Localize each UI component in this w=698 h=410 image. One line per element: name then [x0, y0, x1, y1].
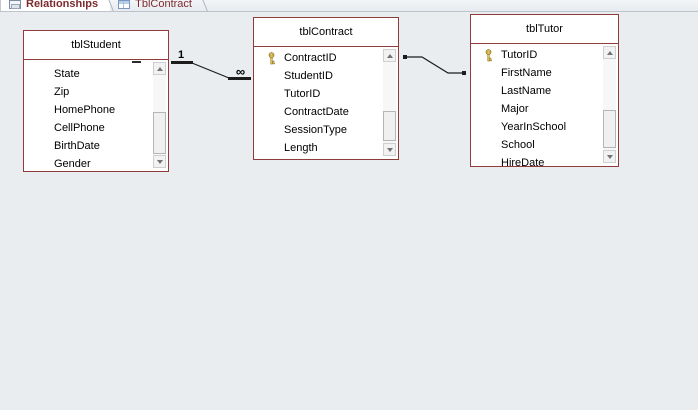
field-row[interactable]: HomePhone: [54, 104, 116, 116]
table-title-bar[interactable]: tblContract: [254, 18, 398, 47]
scrollbar-thumb[interactable]: [603, 110, 616, 148]
scroll-up-button[interactable]: [153, 62, 166, 75]
field-row[interactable]: ContractDate: [284, 106, 349, 118]
field-row[interactable]: FirstName: [501, 67, 552, 79]
field-list: TutorID FirstName LastName Major YearInS…: [471, 44, 618, 166]
field-row[interactable]: Length: [284, 142, 318, 154]
scroll-down-button[interactable]: [603, 150, 616, 163]
field-row[interactable]: BirthDate: [54, 140, 100, 152]
scrollbar: [603, 46, 616, 163]
relationship-lines-overlay: [171, 55, 466, 80]
relationship-one-symbol: 1: [177, 49, 185, 61]
primary-key-icon: [485, 49, 492, 62]
scrollbar: [383, 49, 396, 156]
scroll-down-button[interactable]: [383, 143, 396, 156]
tab-label: Relationships: [26, 0, 99, 10]
field-name: TutorID: [501, 49, 538, 61]
field-row[interactable]: SessionType: [284, 124, 347, 136]
field-row[interactable]: CellPhone: [54, 122, 105, 134]
scroll-up-button[interactable]: [383, 49, 396, 62]
field-row[interactable]: ContractID: [254, 49, 398, 67]
scroll-up-button[interactable]: [603, 46, 616, 59]
tab-tblcontract[interactable]: TblContract: [110, 0, 204, 11]
primary-key-icon: [268, 52, 275, 65]
field-row[interactable]: LastName: [501, 85, 552, 97]
field-name: ContractID: [284, 52, 337, 64]
field-row[interactable]: School: [501, 139, 535, 151]
field-list: State Zip HomePhone CellPhone BirthDate …: [24, 60, 168, 171]
field-row[interactable]: StudentID: [284, 70, 333, 82]
field-row[interactable]: Major: [501, 103, 529, 115]
table-icon: [118, 0, 131, 9]
relationship-many-symbol: ∞: [235, 64, 245, 79]
table-window-tblstudent: tblStudent State Zip HomePhone CellPhone…: [23, 30, 169, 172]
field-row[interactable]: TutorID: [471, 46, 618, 64]
tab-relationships[interactable]: Relationships: [0, 0, 111, 11]
scrollbar-thumb[interactable]: [383, 111, 396, 141]
table-title-bar[interactable]: tblTutor: [471, 15, 618, 44]
clipped-field-fragment: [132, 61, 141, 63]
field-row[interactable]: Zip: [54, 86, 70, 98]
document-tab-bar: Relationships TblContract: [0, 0, 698, 12]
relationships-canvas: 1 ∞ tblStudent State Zip HomePhone CellP…: [0, 12, 698, 410]
field-row[interactable]: YearInSchool: [501, 121, 567, 133]
tab-label: TblContract: [135, 0, 192, 10]
field-row[interactable]: Gender: [54, 158, 91, 170]
table-title-bar[interactable]: tblStudent: [24, 31, 168, 60]
field-list: ContractID StudentID TutorID ContractDat…: [254, 47, 398, 159]
field-row[interactable]: TutorID: [284, 88, 321, 100]
table-window-tblcontract: tblContract ContractID StudentID TutorID…: [253, 17, 399, 160]
relationship-line-student-contract[interactable]: [171, 61, 251, 80]
field-row[interactable]: State: [54, 68, 80, 80]
relationship-line-contract-tutor[interactable]: [403, 55, 466, 75]
scrollbar-thumb[interactable]: [153, 112, 166, 154]
table-window-tbltutor: tblTutor TutorID FirstName LastName Majo…: [470, 14, 619, 167]
field-row-clipped[interactable]: HireDate: [501, 157, 545, 166]
scroll-down-button[interactable]: [153, 155, 166, 168]
scrollbar: [153, 62, 166, 168]
relationships-icon: [9, 0, 21, 9]
